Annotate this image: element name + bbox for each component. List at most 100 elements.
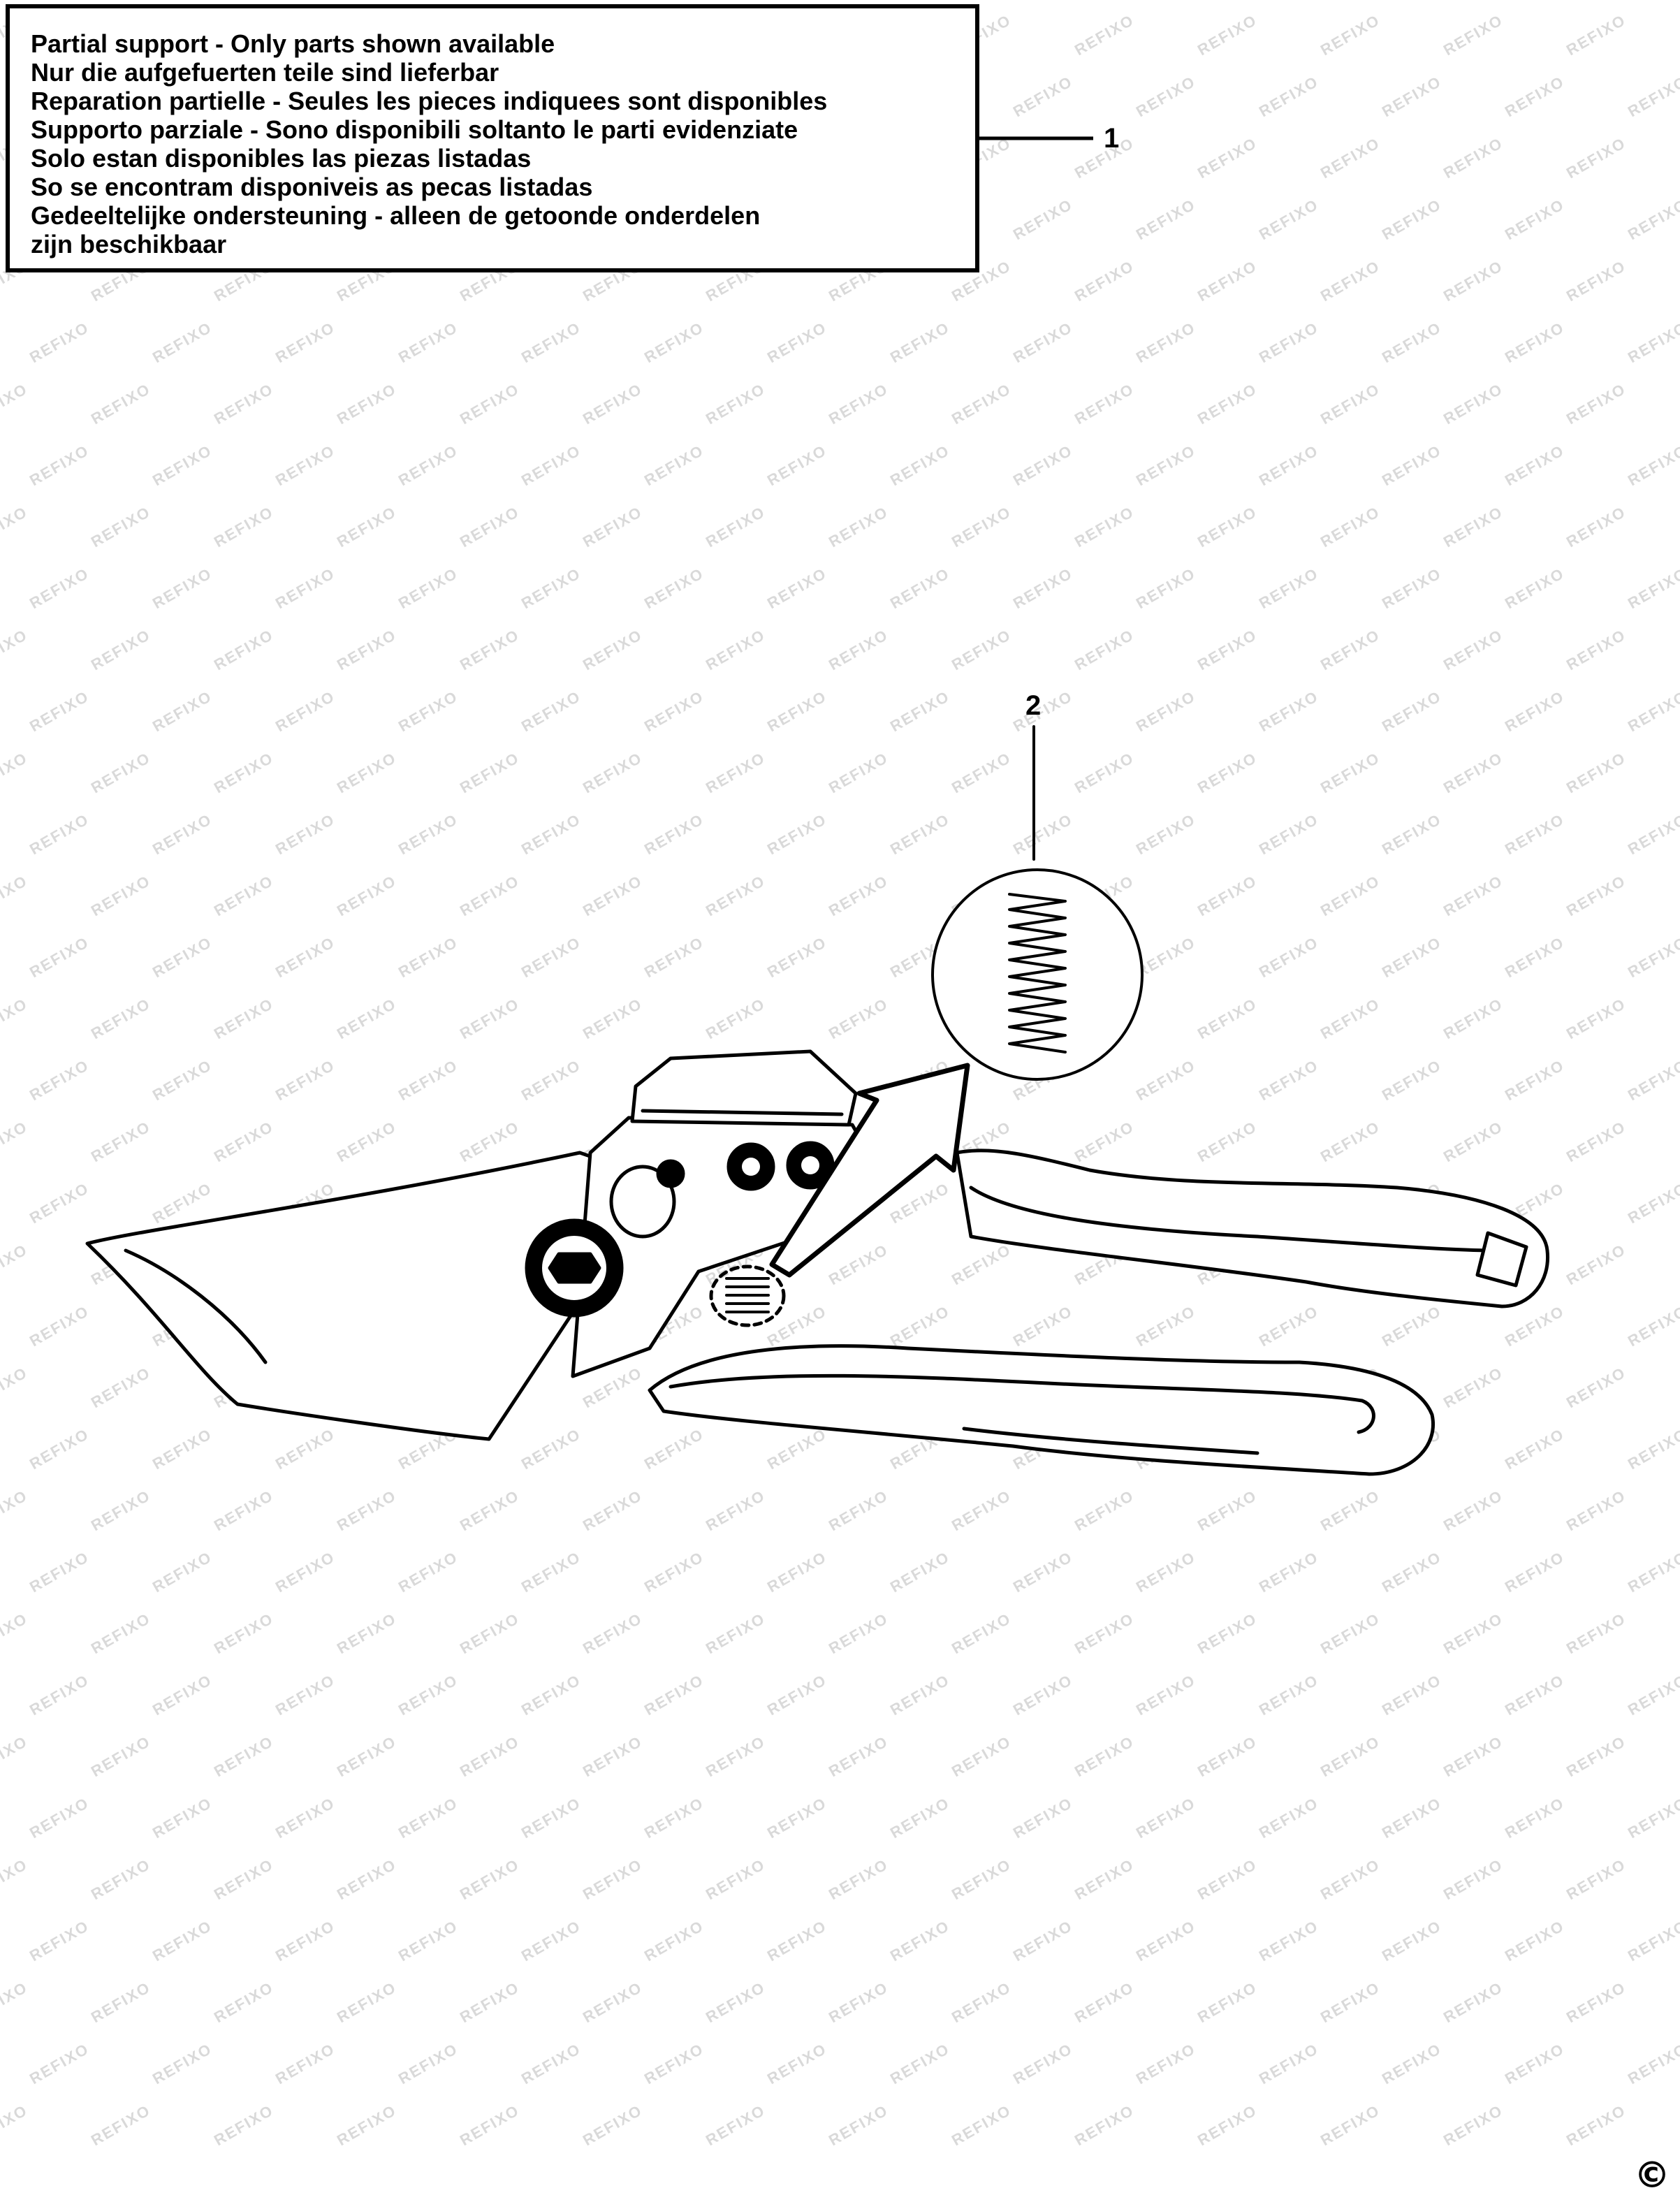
watermark-text: REFIXO [1379,196,1445,244]
watermark-text: REFIXO [518,933,584,982]
watermark-text: REFIXO [1256,810,1322,859]
watermark-text: REFIXO [211,626,277,674]
watermark-text: REFIXO [457,1855,523,1904]
watermark-text: REFIXO [703,995,768,1043]
watermark-text: REFIXO [764,810,830,859]
watermark-text: REFIXO [27,1671,92,1719]
watermark-text: REFIXO [457,626,523,674]
watermark-text: REFIXO [334,503,400,551]
watermark-text: REFIXO [580,1855,645,1904]
watermark-text: REFIXO [1379,1302,1445,1350]
watermark-text: REFIXO [703,749,768,797]
watermark-text: REFIXO [395,442,461,490]
watermark-text: REFIXO [272,442,338,490]
watermark-text: REFIXO [1072,1487,1137,1535]
watermark-text: REFIXO [457,1487,523,1535]
watermark-text: REFIXO [457,1118,523,1166]
watermark-text: REFIXO [211,1733,277,1781]
watermark-text: REFIXO [1072,1978,1137,2027]
watermark-text: REFIXO [1317,995,1383,1043]
watermark-text: REFIXO [1440,1733,1506,1781]
watermark-text: REFIXO [641,564,707,613]
watermark-text: REFIXO [211,380,277,428]
watermark-text: REFIXO [826,1733,891,1781]
watermark-text: REFIXO [27,1179,92,1227]
lower-handle [648,1344,1435,1476]
watermark-text: REFIXO [211,749,277,797]
note-line-de: Nur die aufgefuerten teile sind lieferba… [31,58,499,87]
watermark-text: REFIXO [887,1671,953,1719]
detail-arrow [769,1063,970,1278]
watermark-text: REFIXO [1256,442,1322,490]
watermark-text: REFIXO [1502,810,1568,859]
watermark-text: REFIXO [949,1610,1014,1658]
watermark-text: REFIXO [0,380,31,428]
watermark-text: REFIXO [949,749,1014,797]
watermark-text: REFIXO [149,687,215,736]
watermark-text: REFIXO [764,442,830,490]
watermark-text: REFIXO [703,2101,768,2150]
watermark-text: REFIXO [1133,810,1199,859]
watermark-text: REFIXO [395,1917,461,1965]
watermark-text: REFIXO [826,749,891,797]
watermark-text: REFIXO [1010,319,1076,367]
watermark-text: REFIXO [1440,1364,1506,1412]
watermark-text: REFIXO [826,1855,891,1904]
watermark-text: REFIXO [1317,134,1383,182]
watermark-text: REFIXO [149,1056,215,1104]
watermark-text: REFIXO [826,1978,891,2027]
watermark-text: REFIXO [1440,1978,1506,2027]
watermark-text: REFIXO [1317,626,1383,674]
watermark-text: REFIXO [27,319,92,367]
watermark-text: REFIXO [334,380,400,428]
watermark-text: REFIXO [1563,1241,1629,1289]
watermark-text: REFIXO [1195,1487,1260,1535]
watermark-text: REFIXO [395,687,461,736]
watermark-text: REFIXO [149,1548,215,1596]
watermark-text: REFIXO [1625,1794,1680,1842]
watermark-text: REFIXO [1195,380,1260,428]
watermark-text: REFIXO [1256,1548,1322,1596]
watermark-text: REFIXO [1256,1917,1322,1965]
watermark-text: REFIXO [1133,196,1199,244]
watermark-text: REFIXO [1440,1855,1506,1904]
watermark-text: REFIXO [1133,687,1199,736]
watermark-text: REFIXO [1133,1671,1199,1719]
watermark-text: REFIXO [1625,933,1680,982]
watermark-text: REFIXO [1195,626,1260,674]
upper-handle-inner [969,1186,1497,1253]
watermark-text: REFIXO [580,749,645,797]
watermark-text: REFIXO [0,1855,31,1904]
watermark-text: REFIXO [211,1855,277,1904]
watermark-text: REFIXO [764,687,830,736]
watermark-text: REFIXO [887,810,953,859]
watermark-text: REFIXO [1133,564,1199,613]
watermark-text: REFIXO [1133,1917,1199,1965]
watermark-text: REFIXO [1502,564,1568,613]
watermark-text: REFIXO [1440,257,1506,305]
watermark-text: REFIXO [395,319,461,367]
copyright-symbol: © [1634,2154,1670,2196]
watermark-text: REFIXO [949,626,1014,674]
watermark-text: REFIXO [1379,1548,1445,1596]
watermark-text: REFIXO [1256,933,1322,982]
watermark-text: REFIXO [641,1425,707,1473]
watermark-text: REFIXO [334,1610,400,1658]
watermark-text: REFIXO [887,2040,953,2088]
note-line-nl-1: Gedeeltelijke ondersteuning - alleen de … [31,201,761,230]
watermark-text: REFIXO [580,626,645,674]
watermark-text: REFIXO [518,1056,584,1104]
watermark-text: REFIXO [641,810,707,859]
watermark-text: REFIXO [1625,319,1680,367]
watermark-text: REFIXO [1195,11,1260,59]
watermark-text: REFIXO [1133,1056,1199,1104]
watermark-text: REFIXO [764,319,830,367]
watermark-text: REFIXO [1440,380,1506,428]
watermark-text: REFIXO [641,1671,707,1719]
watermark-text: REFIXO [949,380,1014,428]
watermark-text: REFIXO [1502,687,1568,736]
watermark-text: REFIXO [1010,1671,1076,1719]
watermark-text: REFIXO [1317,1610,1383,1658]
watermark-text: REFIXO [641,2040,707,2088]
